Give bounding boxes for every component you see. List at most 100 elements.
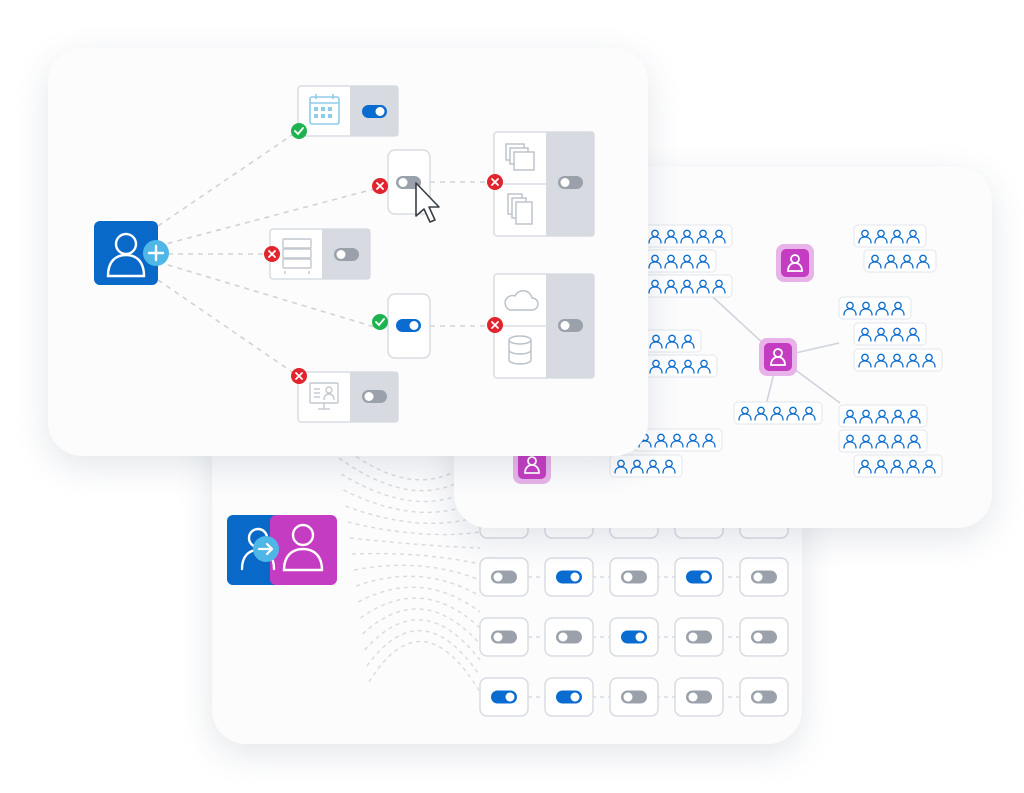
user-body [664, 236, 678, 244]
matrix-toggle-tile[interactable] [544, 557, 594, 597]
user-group-icon [875, 301, 889, 316]
user-body [680, 286, 694, 294]
user-body [906, 334, 920, 342]
user-group-icon [858, 353, 872, 368]
matrix-toggle-tile[interactable] [609, 617, 659, 657]
user-body [890, 360, 904, 368]
user-body [665, 341, 679, 349]
user-body [681, 341, 695, 349]
user-group-icon [843, 301, 857, 316]
user-group-icon [890, 229, 904, 244]
user-body [859, 441, 873, 449]
user-group-icon [686, 433, 700, 448]
user-group [633, 428, 723, 452]
toggle-knob [753, 572, 763, 582]
matrix-toggle-tile[interactable] [609, 677, 659, 717]
user-body [770, 413, 784, 421]
matrix-toggle-tile[interactable] [479, 677, 529, 717]
matrix-toggle-tile[interactable] [739, 557, 789, 597]
user-group-icon [681, 359, 695, 374]
user-body [890, 334, 904, 342]
user-group [838, 429, 928, 453]
user-group-icon [906, 229, 920, 244]
user-group-icon [874, 327, 888, 342]
database-icon [508, 335, 532, 365]
user-body [906, 466, 920, 474]
toggle-knob [688, 692, 698, 702]
user-body [614, 466, 628, 474]
user-body [858, 334, 872, 342]
matrix-toggle-tile[interactable] [674, 617, 724, 657]
user-group [853, 454, 943, 478]
user-body [874, 466, 888, 474]
user-group-icon [664, 279, 678, 294]
user-group-icon [696, 229, 710, 244]
monitor-app-tile[interactable] [297, 371, 399, 423]
cloud-database-resource-tile[interactable] [493, 273, 595, 379]
error-icon [487, 174, 503, 190]
user-group-icon [875, 434, 889, 449]
user-body [891, 441, 905, 449]
documents-icon [507, 193, 533, 225]
matrix-toggle-tile[interactable] [479, 557, 529, 597]
user-group-icon [922, 459, 936, 474]
matrix-toggle-tile[interactable] [609, 557, 659, 597]
user-group-icon [648, 229, 662, 244]
toggle-matrix-grid [479, 557, 789, 717]
matrix-toggle-tile[interactable] [674, 557, 724, 597]
toggle-knob [623, 692, 633, 702]
user-body [665, 366, 679, 374]
user-body [907, 441, 921, 449]
user-body [874, 360, 888, 368]
user-body [859, 308, 873, 316]
user-group-icon [630, 459, 644, 474]
user-body [646, 466, 660, 474]
user-body [662, 466, 676, 474]
user-group [853, 224, 927, 248]
fan-line [336, 441, 481, 481]
user-group [863, 249, 937, 273]
plus-icon [147, 244, 165, 262]
user-group-icon [662, 459, 676, 474]
user-body [680, 261, 694, 269]
matrix-toggle-tile[interactable] [479, 617, 529, 657]
user-body [702, 440, 716, 448]
toggle-knob [623, 572, 633, 582]
provisioning-diagram [94, 85, 595, 423]
user-group [853, 322, 927, 346]
user-body [874, 334, 888, 342]
user-body [843, 308, 857, 316]
provisioning-card [48, 48, 648, 456]
matrix-toggle-tile[interactable] [544, 617, 594, 657]
user-body [916, 261, 930, 269]
user-group-icon [884, 254, 898, 269]
arrow-right-icon [257, 542, 274, 556]
matrix-toggle-tile[interactable] [544, 677, 594, 717]
user-plus-icon [106, 232, 146, 278]
user-body [680, 236, 694, 244]
fan-line [343, 489, 481, 513]
matrix-toggle-tile[interactable] [674, 677, 724, 717]
user-group [609, 454, 683, 478]
user-group-icon [858, 459, 872, 474]
fan-line [368, 640, 481, 693]
user-group-icon [614, 459, 628, 474]
fan-line [351, 552, 481, 565]
user-group [643, 224, 733, 248]
documents-resource-tile[interactable] [493, 131, 595, 237]
matrix-toggle-tile[interactable] [739, 677, 789, 717]
user-group-icon [754, 406, 768, 421]
matrix-toggle-tile[interactable] [739, 617, 789, 657]
calendar-app-tile[interactable] [297, 85, 399, 137]
user-group-icon [859, 301, 873, 316]
user-group-icon [874, 229, 888, 244]
user-group-icon [680, 279, 694, 294]
user-body [858, 466, 872, 474]
user-group-icon [680, 254, 694, 269]
user-group-icon [770, 406, 784, 421]
user-body [696, 236, 710, 244]
server-app-tile[interactable] [269, 228, 371, 280]
toggle-knob [635, 632, 645, 642]
user-body [648, 261, 662, 269]
cloud-storage-switch-tile[interactable] [387, 293, 431, 359]
